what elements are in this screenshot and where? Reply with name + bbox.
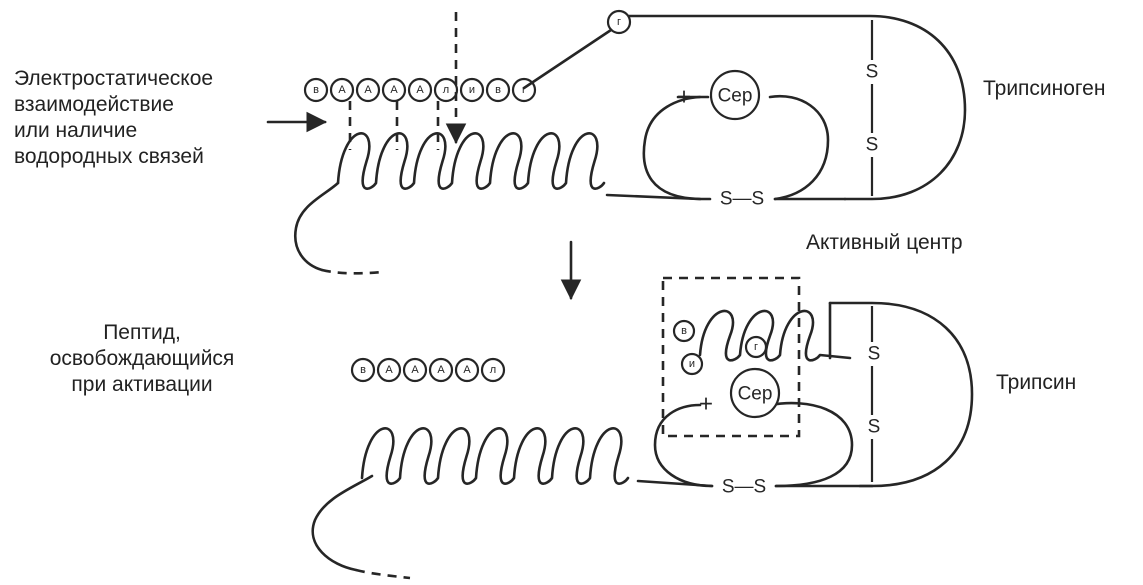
released-peptide-bead-label: А bbox=[437, 364, 445, 376]
trypsin-helix bbox=[362, 428, 628, 483]
trypsinogen-tail bbox=[295, 183, 338, 270]
released-peptide-bead-label: А bbox=[385, 364, 393, 376]
ss-bond-top: S—S bbox=[720, 189, 764, 210]
s-label-bottom-1: S bbox=[868, 344, 881, 365]
trypsinogen-helix bbox=[338, 133, 604, 188]
plus-sign-top: + bbox=[677, 84, 691, 111]
released-peptide-bead-label: в bbox=[360, 364, 366, 376]
bead-g-top-label: г bbox=[617, 16, 621, 28]
s-label-bottom-2: S bbox=[868, 417, 881, 438]
trypsinogen-peptide-bead-label: л bbox=[443, 84, 449, 96]
trypsin-site-helix bbox=[700, 303, 850, 360]
trypsinogen-peptide-bead-label: А bbox=[364, 84, 372, 96]
released-peptide-bead-label: А bbox=[411, 364, 419, 376]
plus-sign-bottom: + bbox=[699, 391, 713, 418]
trypsinogen-peptide-bead-label: в bbox=[313, 84, 319, 96]
trypsinogen-peptide-bead-label: А bbox=[338, 84, 346, 96]
trypsinogen-peptide-bead-label: А bbox=[390, 84, 398, 96]
ser-label-top: Сер bbox=[718, 86, 753, 107]
trypsin-tail bbox=[313, 476, 372, 570]
ss-bond-bottom: S—S bbox=[722, 477, 766, 498]
s-label-top-2: S bbox=[866, 135, 879, 156]
released-peptide-bead-label: А bbox=[463, 364, 471, 376]
trypsinogen-peptide-bead-label: в bbox=[495, 84, 501, 96]
s-label-top-1: S bbox=[866, 62, 879, 83]
site-bead-i-label: и bbox=[689, 358, 695, 370]
site-bead-g-label: г bbox=[754, 341, 758, 353]
released-peptide-bead-label: л bbox=[490, 364, 496, 376]
ser-label-bottom: Сер bbox=[738, 384, 773, 405]
site-bead-v-label: в bbox=[681, 325, 687, 337]
trypsinogen-tail-dashed bbox=[322, 270, 382, 273]
trypsinogen-peptide-bead-label: А bbox=[416, 84, 424, 96]
peptide-link bbox=[524, 28, 614, 88]
trypsinogen-peptide-bead-label: и bbox=[469, 84, 475, 96]
trypsin-outer-loop bbox=[830, 303, 972, 486]
trypsin-tail-dashed bbox=[356, 570, 410, 578]
